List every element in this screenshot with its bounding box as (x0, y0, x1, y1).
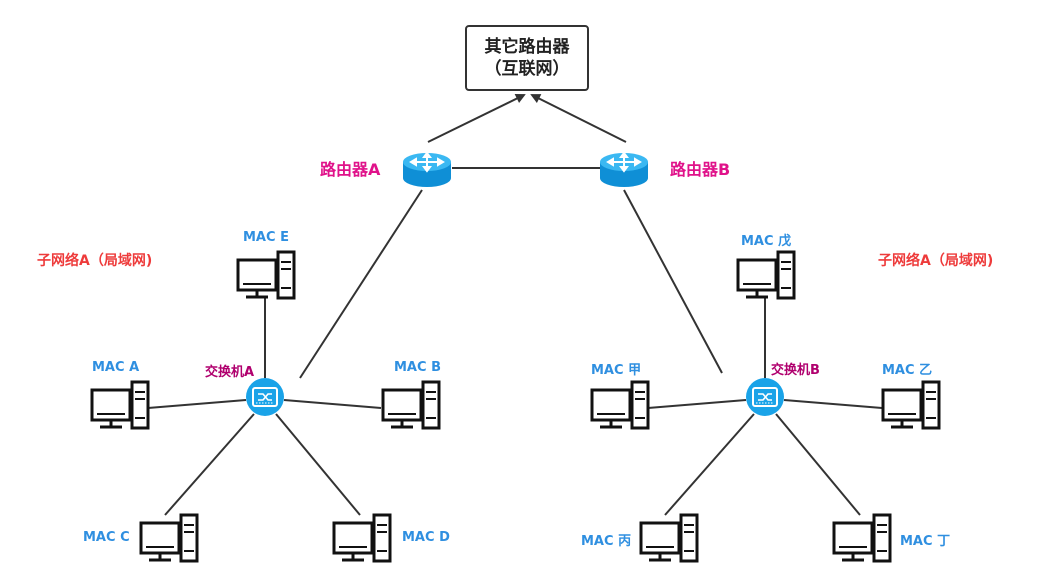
link-switch-b-mac-jia (647, 399, 747, 409)
switch-a-icon (245, 377, 285, 417)
computer-mac-d-icon (332, 513, 392, 563)
computer-mac-a-icon (90, 380, 150, 430)
mac-c-label: MAC C (83, 530, 130, 545)
computer-mac-yi-icon (881, 380, 941, 430)
mac-b-label: MAC B (394, 360, 441, 375)
switch-a-label: 交换机A (205, 365, 255, 380)
computer-mac-e-icon (236, 250, 296, 300)
router-b-label: 路由器B (670, 160, 731, 179)
router-b-icon (599, 152, 649, 188)
computer-mac-c-icon (139, 513, 199, 563)
computer-mac-wu-icon (736, 250, 796, 300)
internet-box: 其它路由器 （互联网） (465, 25, 589, 91)
internet-line1: 其它路由器 (484, 37, 570, 57)
link-switch-b-mac-bing (664, 413, 755, 516)
mac-d-label: MAC D (402, 530, 450, 545)
router-a-icon (402, 152, 452, 188)
link-router-a-internet (427, 94, 526, 143)
link-router-a-switch-a (299, 189, 423, 379)
subnet-right-label: 子网络A（局域网) (878, 253, 994, 269)
switch-b-label: 交换机B (771, 363, 820, 378)
link-switch-a-mac-b (283, 399, 382, 409)
mac-yi-label: MAC 乙 (882, 363, 933, 378)
links (147, 94, 883, 516)
link-switch-a-mac-a (147, 399, 247, 409)
mac-jia-label: MAC 甲 (591, 363, 642, 378)
link-router-b-internet (530, 94, 627, 143)
mac-a-label: MAC A (92, 360, 140, 375)
computer-mac-ding-icon (832, 513, 892, 563)
link-router-b-switch-b (623, 189, 723, 374)
link-switch-a-mac-c (164, 413, 255, 516)
computer-mac-bing-icon (639, 513, 699, 563)
switch-b-icon (745, 377, 785, 417)
link-switch-a-mac-d (275, 413, 361, 516)
subnet-left-label: 子网络A（局域网) (37, 253, 153, 269)
link-switch-b-mac-ding (775, 413, 861, 516)
router-a-label: 路由器A (320, 160, 381, 179)
computer-mac-jia-icon (590, 380, 650, 430)
internet-line2: （互联网） (484, 59, 570, 79)
mac-e-label: MAC E (243, 230, 289, 245)
mac-ding-label: MAC 丁 (900, 534, 951, 549)
mac-wu-label: MAC 戊 (741, 234, 792, 249)
link-switch-b-mac-yi (783, 399, 883, 409)
computer-mac-b-icon (381, 380, 441, 430)
mac-bing-label: MAC 丙 (581, 534, 632, 549)
